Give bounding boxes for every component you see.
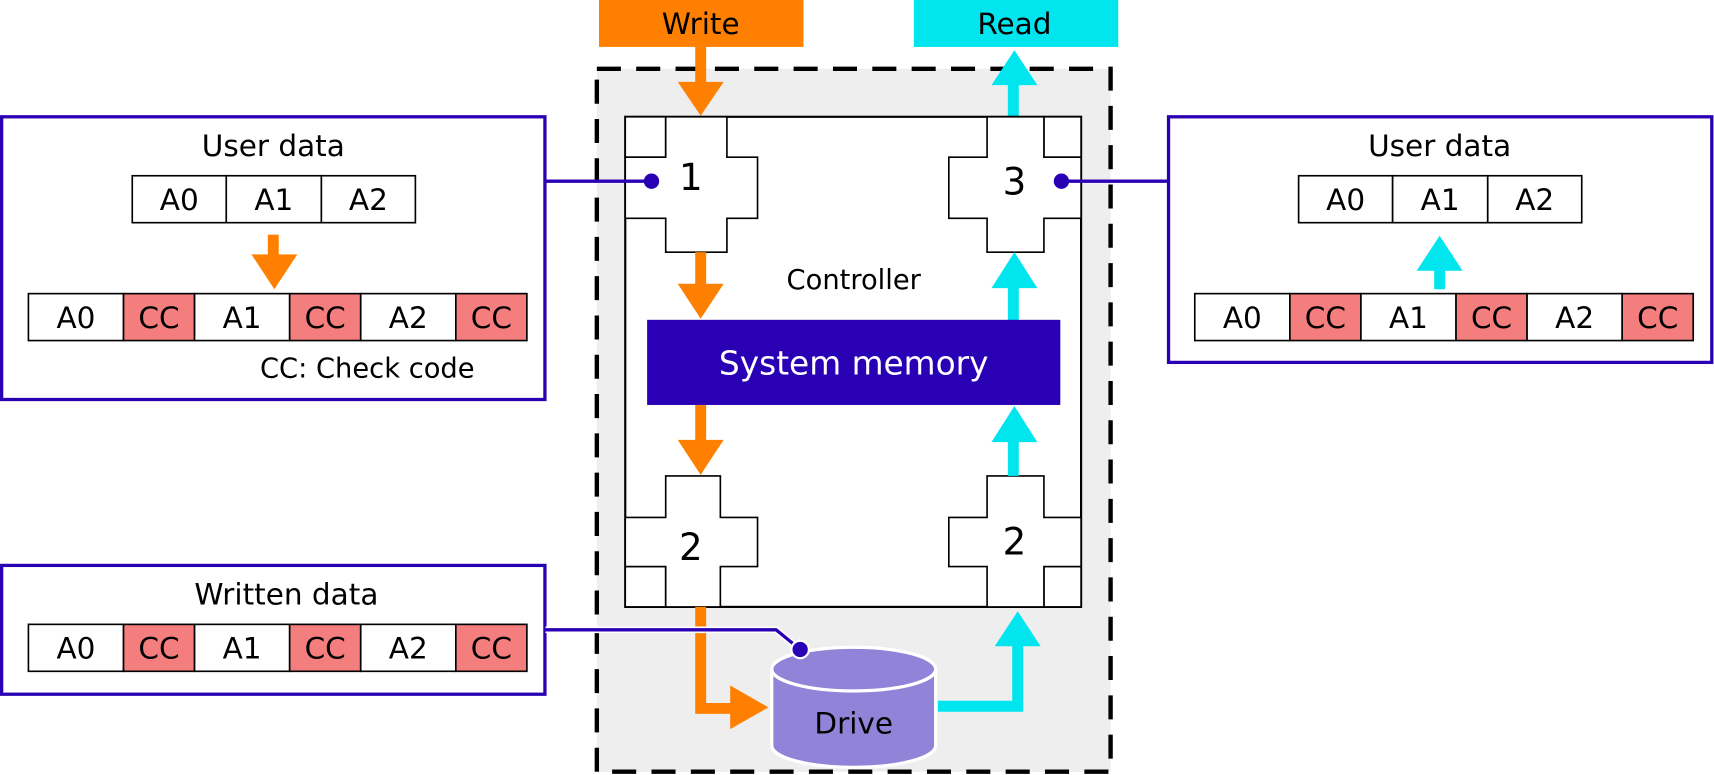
step-3-node: 3 [948,115,1082,253]
write-label: Write [662,7,740,41]
data-cell: A1 [1360,292,1457,342]
step-1-label: 1 [679,156,703,199]
data-cell: A1 [225,174,323,224]
check-code-cell: CC [122,292,196,342]
arrow-step1-to-memory [677,252,724,319]
cell-label: CC [471,632,512,666]
cell-label: A0 [1223,301,1262,335]
cell-label: A0 [160,183,199,217]
data-cell: A2 [359,292,457,342]
encode-arrow [251,234,298,290]
cell-label: A1 [223,301,262,335]
data-cell: A2 [1486,174,1583,224]
cell-label: A0 [56,632,95,666]
step-2-write-node: 2 [624,475,759,608]
cell-label: CC [138,632,179,666]
write-header: Write [599,0,804,47]
connector-right-panel-step3 [1053,173,1169,189]
check-code-legend: CC: Check code [260,354,475,385]
cell-label: A0 [1326,183,1365,217]
drive-label: Drive [814,707,893,741]
cell-label: CC [1471,301,1512,335]
cell-label: A1 [1389,301,1428,335]
controller-label: Controller [787,265,922,296]
left-user-cells: A0 A1 A2 [131,174,417,224]
step-2-write-label: 2 [679,526,703,569]
check-code-cell: CC [288,623,362,673]
cell-label: A2 [1515,183,1554,217]
data-cell: A1 [193,292,291,342]
read-out-arrow [991,50,1038,117]
arrow-memory-to-step3 [991,252,1038,321]
arrow-drive-to-step2 [937,611,1041,712]
left-panel-title: User data [202,129,345,163]
written-cells: A0 CC A1 CC A2 CC [27,623,528,673]
arrow-step2-to-drive [695,606,769,730]
data-cell: A1 [193,623,291,673]
decode-arrow [1416,235,1463,290]
cell-label: A2 [1555,301,1594,335]
data-cell: A2 [1526,292,1623,342]
written-panel-title: Written data [194,578,378,612]
read-header: Read [913,0,1119,47]
data-cell: A0 [1193,292,1291,342]
arrow-step2-to-memory [991,406,1038,476]
connector-left-panel-step1 [545,173,660,189]
left-encoded-cells: A0 CC A1 CC A2 CC [27,292,528,342]
cell-label: CC [305,632,346,666]
written-data-panel: Written data A0 CC A1 CC A2 CC [0,563,547,696]
right-user-cells: A0 A1 A2 [1297,174,1583,224]
cell-label: A2 [349,183,388,217]
check-code-cell: CC [1455,292,1528,342]
step-1-node: 1 [624,115,759,253]
data-cell: A2 [359,623,457,673]
data-cell: A0 [27,292,125,342]
cell-label: CC [1305,301,1346,335]
check-code-cell: CC [455,292,528,342]
read-label: Read [977,7,1051,41]
cell-label: A1 [223,632,262,666]
data-cell: A1 [1391,174,1489,224]
cell-label: CC [1637,301,1678,335]
data-cell: A0 [27,623,125,673]
check-code-cell: CC [1621,292,1695,342]
step-2-read-label: 2 [1003,521,1027,564]
check-code-cell: CC [1289,292,1362,342]
cell-label: A0 [56,301,95,335]
step-2-read-node: 2 [948,475,1082,608]
cell-label: A1 [254,183,293,217]
connector-written-panel-drive [545,626,810,660]
check-code-cell: CC [122,623,196,673]
step-3-label: 3 [1003,160,1027,203]
cell-label: A1 [1421,183,1460,217]
right-panel-title: User data [1368,129,1511,163]
check-code-cell: CC [455,623,528,673]
write-in-arrow [677,46,724,116]
drive-cylinder: Drive [770,645,938,769]
arrow-memory-to-step2 [677,404,724,475]
right-encoded-cells: A0 CC A1 CC A2 CC [1193,292,1695,342]
cell-label: CC [305,301,346,335]
cell-label: CC [471,301,512,335]
data-cell: A2 [320,174,417,224]
system-memory: System memory [647,319,1061,405]
system-memory-label: System memory [719,344,989,382]
data-cell: A0 [1297,174,1394,224]
cell-label: CC [138,301,179,335]
data-cell: A0 [131,174,228,224]
cell-label: A2 [389,632,428,666]
check-code-cell: CC [288,292,362,342]
cell-label: A2 [389,301,428,335]
